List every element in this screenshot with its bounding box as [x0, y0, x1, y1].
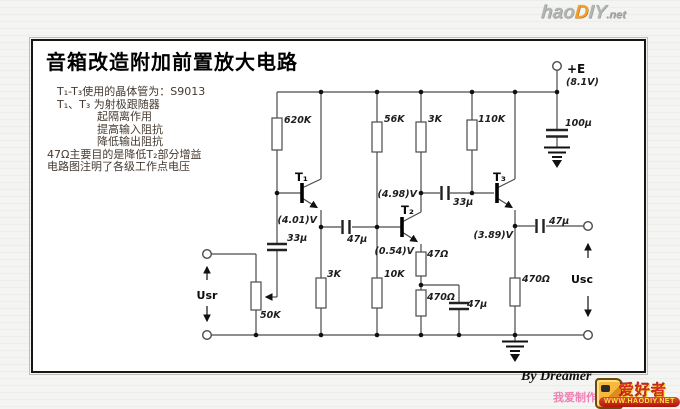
- junction-dot: [554, 89, 560, 95]
- label-33u-input: 33µ: [287, 233, 307, 244]
- junction-dot: [418, 282, 424, 288]
- label-50k: 50K: [260, 310, 281, 321]
- power-terminal: [552, 61, 563, 72]
- resistor-470ohm-t3: [509, 277, 521, 307]
- junction-dot: [456, 332, 462, 338]
- ground-symbol-power: [544, 146, 570, 168]
- label-110k: 110K: [478, 114, 506, 125]
- note-line: T₁-T₃使用的晶体管为：S9013: [57, 85, 206, 98]
- cap-33u-input: [267, 242, 287, 252]
- cap-33u-stage23: [440, 186, 450, 200]
- junction-dot: [418, 190, 424, 196]
- label-33u-stage23: 33µ: [453, 197, 473, 208]
- author-credit: By Dreamer: [521, 369, 592, 384]
- note-line: 起隔离作用: [97, 110, 152, 123]
- label-10k: 10K: [384, 269, 405, 280]
- site-logo-text: 爱好者: [619, 382, 668, 399]
- label-v-e1: (4.01)V: [278, 215, 318, 226]
- junction-dot: [253, 332, 259, 338]
- label-620k: 620K: [284, 115, 312, 126]
- junction-dot: [374, 89, 380, 95]
- ground-symbol-bottom: [502, 340, 528, 362]
- junction-dot: [374, 224, 380, 230]
- junction-dot: [318, 89, 324, 95]
- junction-dot: [374, 332, 380, 338]
- label-56k: 56K: [384, 114, 405, 125]
- resistor-56k: [371, 121, 383, 153]
- notes-block: T₁-T₃使用的晶体管为：S9013 T₁、T₃ 为射极跟随器 起隔离作用 提高…: [47, 85, 206, 174]
- output-terminal-bottom: [583, 330, 594, 341]
- cap-47u-output: [535, 219, 545, 233]
- label-470ohm-t2: 470Ω: [426, 292, 455, 303]
- resistor-110k: [466, 119, 478, 151]
- schematic-title: 音箱改造附加前置放大电路: [46, 50, 298, 74]
- cap-47u-coupling: [341, 220, 351, 234]
- note-line: T₁、T₃ 为射极跟随器: [57, 97, 160, 111]
- label-100u: 100µ: [565, 118, 592, 129]
- label-v-e3: (3.89)V: [474, 230, 514, 241]
- schematic-frame: [29, 37, 648, 375]
- label-47u-coupling: 47µ: [346, 234, 367, 245]
- label-power-voltage: (8.1V): [566, 77, 599, 88]
- label-47ohm: 47Ω: [426, 249, 448, 260]
- resistor-3k-emitter: [315, 277, 327, 309]
- junction-dot: [512, 89, 518, 95]
- note-line: 47Ω主要目的是降低T₂部分增益: [47, 147, 202, 161]
- junction-dot: [418, 332, 424, 338]
- junction-dot: [318, 224, 324, 230]
- site-logo-name: 我爱制作网: [553, 392, 608, 404]
- note-line: 降低输出阻抗: [97, 135, 163, 148]
- junction-dot: [418, 89, 424, 95]
- circuit-wires: [211, 70, 584, 341]
- resistor-10k: [371, 277, 383, 309]
- resistor-470ohm-t2: [415, 289, 427, 317]
- junction-dot: [469, 190, 475, 196]
- t1-emitter-arrow: [301, 197, 318, 209]
- junction-dot: [274, 190, 280, 196]
- label-power-terminal: +E: [567, 62, 585, 76]
- label-3k-collector: 3K: [428, 114, 443, 125]
- cap-47u-bypass: [449, 301, 469, 311]
- input-terminal-top: [201, 248, 212, 259]
- resistor-47ohm: [415, 251, 427, 277]
- potentiometer-50k: [250, 281, 262, 311]
- t3-emitter-arrow: [496, 197, 513, 209]
- junction-dot: [512, 332, 518, 338]
- site-logo-url: WWW.HAODIY.NET: [599, 397, 680, 407]
- label-3k-emitter: 3K: [327, 269, 342, 280]
- junction-dot: [512, 223, 518, 229]
- site-logo: 我爱制作网 爱好者 WWW.HAODIY.NET: [553, 378, 680, 409]
- resistor-3k-collector: [415, 121, 427, 153]
- junction-dot: [469, 89, 475, 95]
- t2-emitter-arrow: [401, 231, 418, 243]
- resistor-620k: [271, 117, 283, 151]
- output-terminal-top: [583, 220, 594, 231]
- label-t2: T₂: [401, 203, 414, 217]
- label-output-port: Usc: [571, 273, 593, 286]
- label-470ohm-t3: 470Ω: [521, 274, 550, 285]
- label-v-e2: (0.54)V: [375, 246, 415, 257]
- label-input-port: Usr: [197, 289, 218, 302]
- input-terminal-bottom: [201, 330, 212, 341]
- label-v-c2: (4.98)V: [378, 189, 418, 200]
- label-t3: T₃: [493, 170, 506, 184]
- note-line: 电路图注明了各级工作点电压: [47, 160, 190, 173]
- label-47u-output: 47µ: [548, 216, 569, 227]
- note-line: 提高输入阻抗: [97, 122, 163, 136]
- label-t1: T₁: [295, 170, 308, 184]
- cap-100u-power: [546, 128, 568, 138]
- label-47u-bypass: 47µ: [466, 299, 487, 310]
- junction-dot: [318, 332, 324, 338]
